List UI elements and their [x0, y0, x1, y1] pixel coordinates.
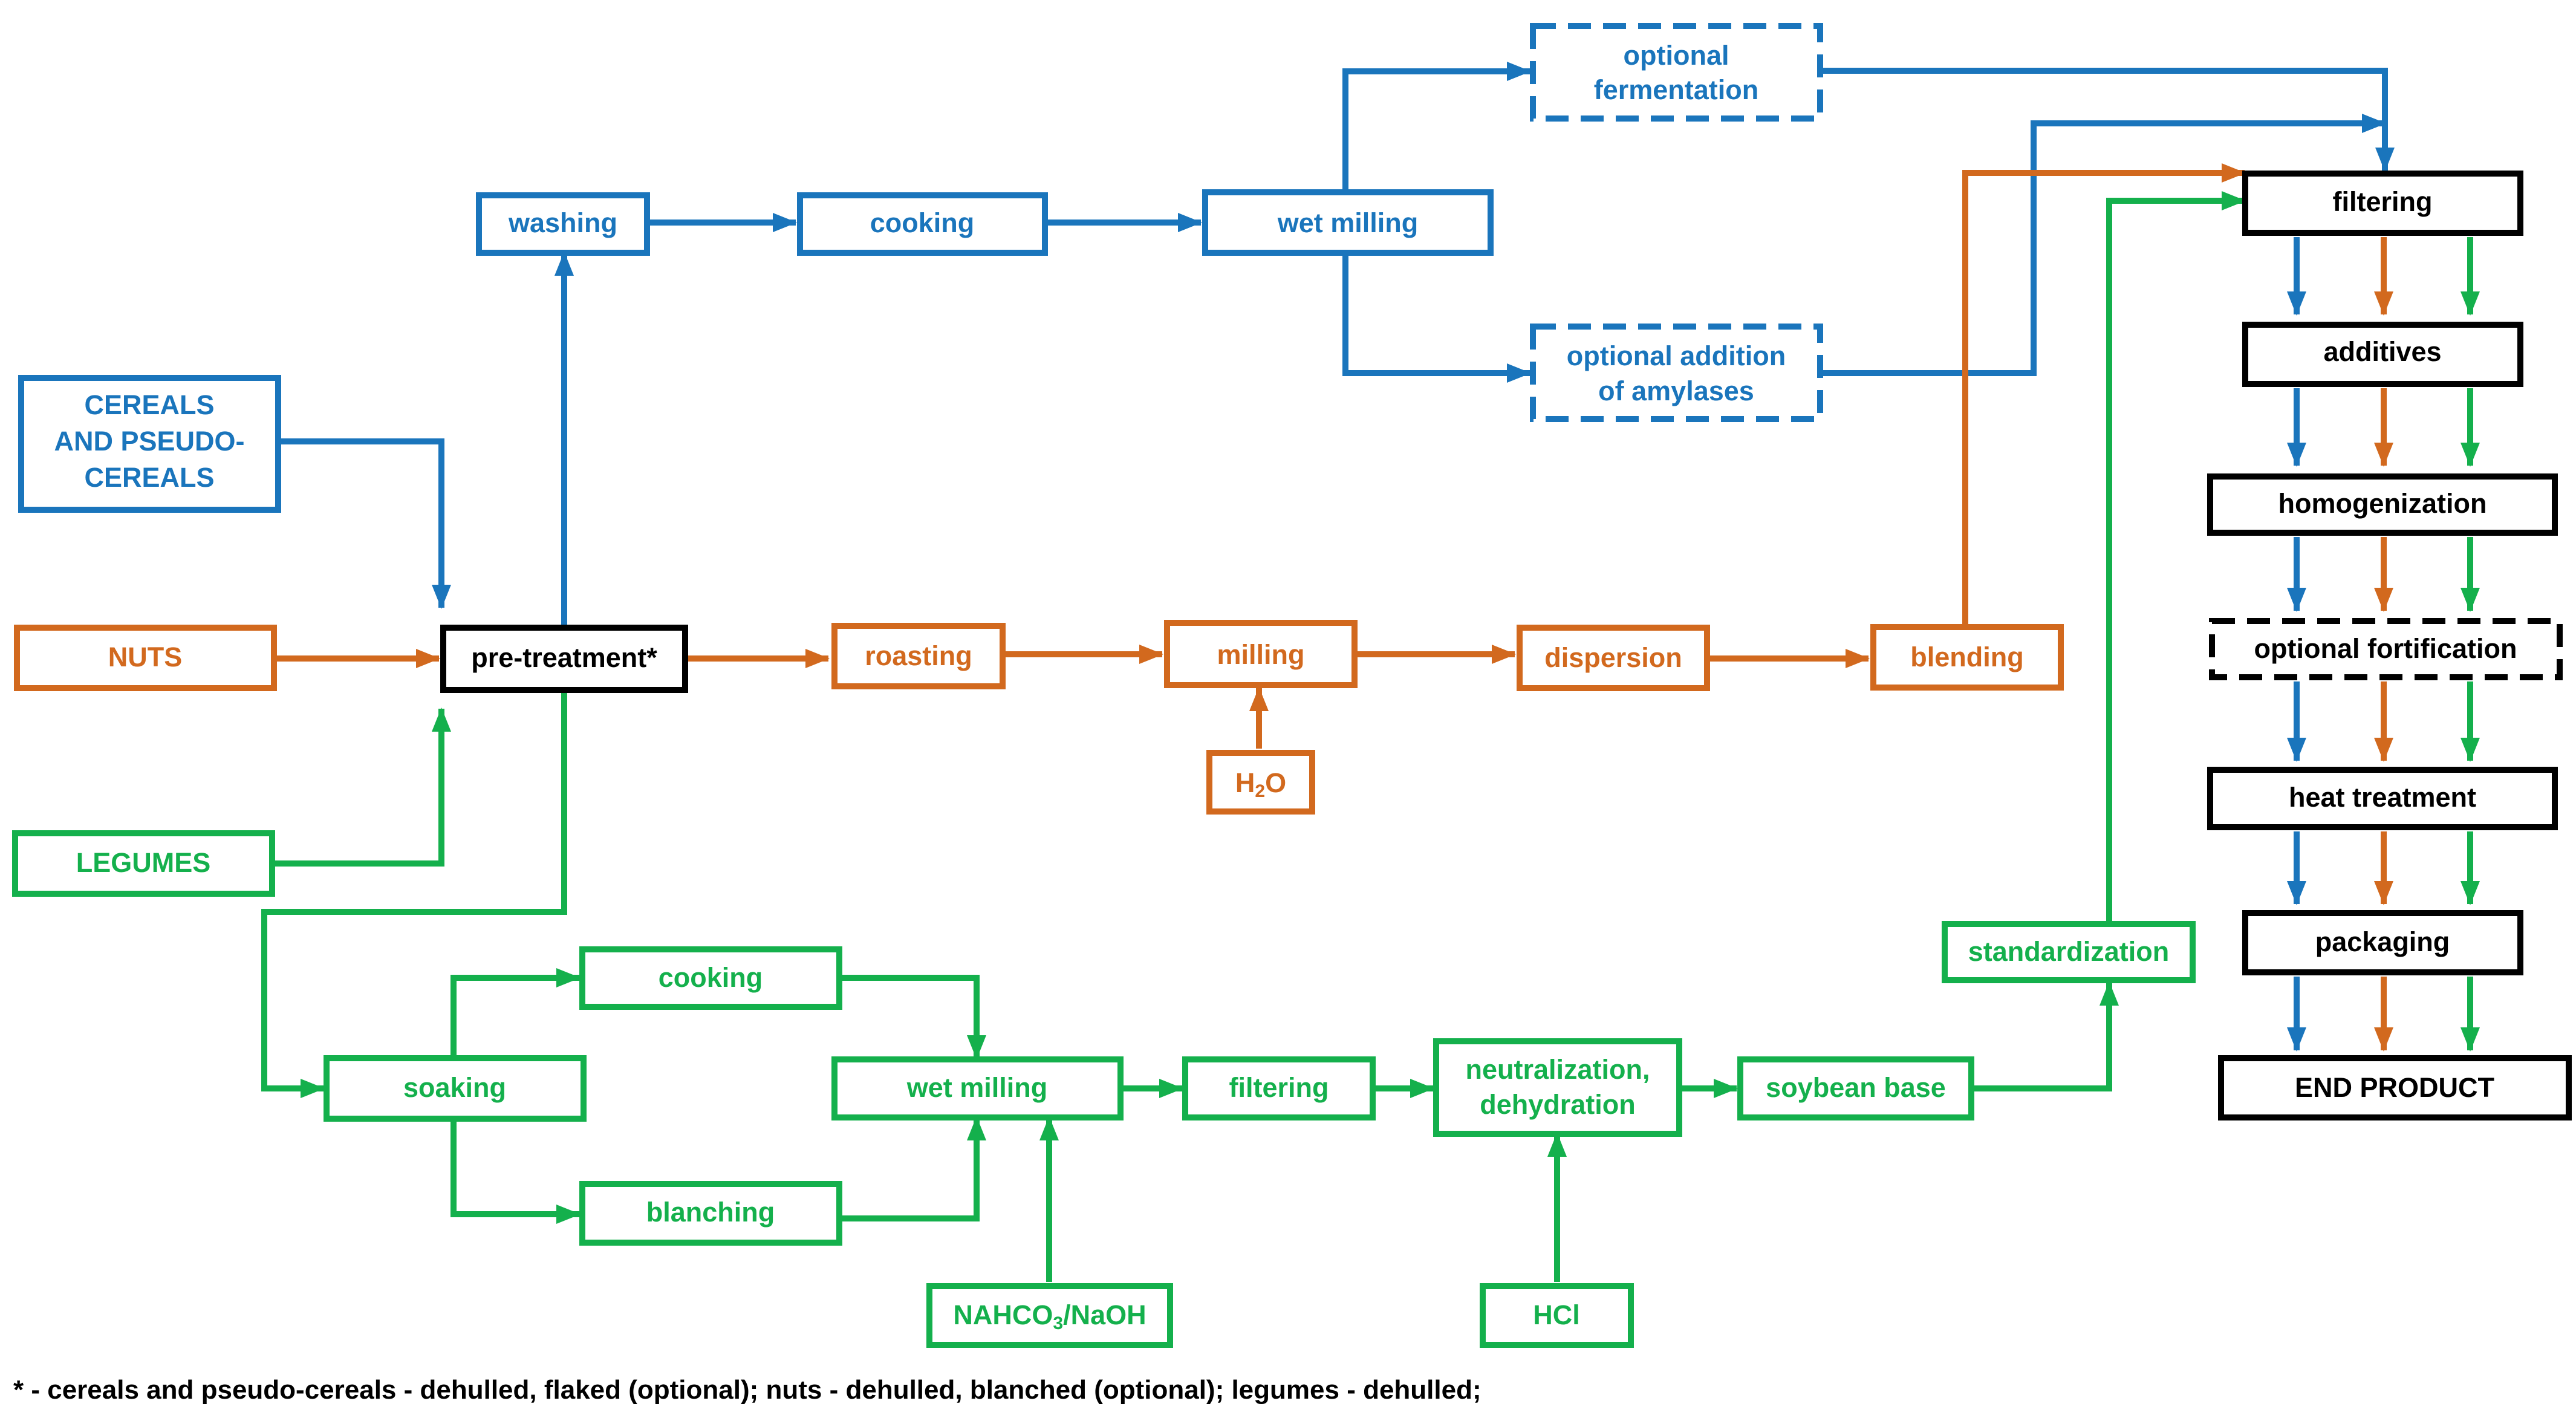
additives-label: additives: [2323, 336, 2441, 367]
nahco3-subscript: 3: [1053, 1313, 1063, 1333]
fermentation-label-line2: fermentation: [1594, 74, 1759, 105]
optional-amylases-step: optional addition of amylases: [1530, 324, 1823, 422]
arrow-blending-to-filtering: [1962, 163, 2246, 627]
cereals-wet-milling-label: wet milling: [1277, 207, 1419, 238]
water-h: H: [1235, 767, 1255, 798]
neutralization-label-line2: dehydration: [1480, 1089, 1636, 1120]
arrow-soybeanbase-to-standardization: [1971, 981, 2119, 1091]
cereals-label-line2: AND PSEUDO-: [54, 426, 244, 457]
nuts-roasting-step: roasting: [831, 623, 1006, 689]
optional-fortification-step: optional fortification: [2209, 618, 2563, 680]
water-o: O: [1265, 767, 1286, 798]
legumes-wet-milling-step: wet milling: [831, 1056, 1124, 1120]
cereals-cooking-label: cooking: [870, 207, 975, 238]
homogenization-step: homogenization: [2207, 473, 2558, 536]
nahco3-input: NAHCO3/NaOH: [926, 1283, 1173, 1348]
arrow-cooking-to-wetmilling: [839, 975, 986, 1059]
amylases-label-line2: of amylases: [1598, 376, 1754, 406]
nahco3-label: NAHCO3/NaOH: [953, 1299, 1146, 1333]
nuts-label: NUTS: [108, 642, 183, 672]
soaking-label: soaking: [403, 1072, 506, 1103]
cereals-label-line1: CEREALS: [84, 389, 214, 420]
arrow-soaking-to-cooking: [450, 968, 581, 1058]
legumes-cooking-label: cooking: [659, 962, 763, 993]
water-label: H2O: [1235, 767, 1286, 801]
legumes-filtering-label: filtering: [1229, 1072, 1329, 1103]
packaging-step: packaging: [2242, 910, 2523, 975]
cereals-wet-milling-step: wet milling: [1202, 189, 1494, 256]
nuts-blending-step: blending: [1870, 624, 2064, 691]
packaging-label: packaging: [2315, 926, 2450, 957]
washing-label: washing: [508, 207, 617, 238]
heat-treatment-step: heat treatment: [2207, 767, 2558, 830]
legumes-label: LEGUMES: [76, 847, 211, 878]
homogenization-label: homogenization: [2278, 488, 2487, 519]
arrow-amylases-to-filtering: [1820, 114, 2386, 376]
arrow-fermentation-to-filtering: [1820, 68, 2395, 172]
legumes-blanching-step: blanching: [579, 1181, 842, 1246]
heat-treatment-label: heat treatment: [2289, 782, 2476, 813]
cereals-cooking-step: cooking: [797, 192, 1048, 256]
standardization-step: standardization: [1942, 921, 2196, 983]
legumes-cooking-step: cooking: [579, 946, 842, 1010]
arrow-legumes-to-pretreatment: [274, 707, 451, 867]
legumes-wet-milling-label: wet milling: [906, 1072, 1048, 1103]
legumes-filtering-step: filtering: [1182, 1056, 1376, 1120]
arrow-blanching-to-wetmilling: [839, 1116, 986, 1221]
end-product-step: END PRODUCT: [2218, 1055, 2572, 1120]
soybean-base-label: soybean base: [1766, 1072, 1946, 1103]
input-nuts: NUTS: [14, 625, 277, 691]
optional-fermentation-step: optional fermentation: [1530, 23, 1823, 122]
fermentation-label-line1: optional: [1624, 40, 1729, 71]
neutralization-step: neutralization, dehydration: [1433, 1038, 1682, 1137]
roasting-label: roasting: [865, 640, 972, 671]
additives-step: additives: [2242, 322, 2523, 387]
amylases-label-line1: optional addition: [1567, 340, 1786, 371]
arrow-wetmilling-to-amylases: [1342, 253, 1531, 383]
pretreatment-label: pre-treatment*: [471, 642, 657, 673]
nahco3-part-b: /NaOH: [1063, 1299, 1147, 1330]
final-filtering-step: filtering: [2242, 171, 2523, 236]
arrow-standardization-to-filtering: [2106, 191, 2246, 921]
neutralization-label-line1: neutralization,: [1465, 1054, 1650, 1085]
pretreatment-step: pre-treatment*: [440, 625, 688, 693]
input-cereals: CEREALS AND PSEUDO- CEREALS: [18, 375, 281, 513]
arrow-cereals-to-pretreatment: [278, 438, 451, 609]
nuts-milling-step: milling: [1164, 620, 1358, 688]
soybean-base-step: soybean base: [1737, 1056, 1974, 1120]
standardization-label: standardization: [1968, 936, 2170, 967]
final-step-arrows: [2287, 237, 2480, 1052]
end-product-label: END PRODUCT: [2295, 1072, 2494, 1103]
connectors: [261, 62, 2395, 1282]
nuts-dispersion-step: dispersion: [1517, 625, 1710, 691]
water-subscript: 2: [1255, 781, 1265, 801]
final-filtering-label: filtering: [2333, 186, 2433, 217]
cereals-label-line3: CEREALS: [84, 462, 214, 493]
arrow-wetmilling-to-fermentation: [1342, 62, 1531, 192]
blending-label: blending: [1910, 642, 2023, 672]
nahco3-part-a: NAHCO: [953, 1299, 1053, 1330]
dispersion-label: dispersion: [1544, 642, 1682, 673]
arrow-pretreatment-to-soaking: [261, 690, 567, 1098]
blanching-label: blanching: [646, 1197, 775, 1228]
milling-label: milling: [1217, 639, 1305, 670]
arrow-soaking-to-blanching: [450, 1119, 581, 1224]
hcl-input: HCl: [1480, 1283, 1634, 1348]
footnote: * - cereals and pseudo-cereals - dehulle…: [13, 1375, 1482, 1405]
input-legumes: LEGUMES: [12, 830, 275, 897]
hcl-label: HCl: [1533, 1299, 1580, 1330]
legumes-soaking-step: soaking: [324, 1055, 587, 1122]
cereals-washing-step: washing: [476, 192, 650, 256]
fortification-label: optional fortification: [2254, 633, 2517, 664]
water-input: H2O: [1206, 750, 1315, 815]
